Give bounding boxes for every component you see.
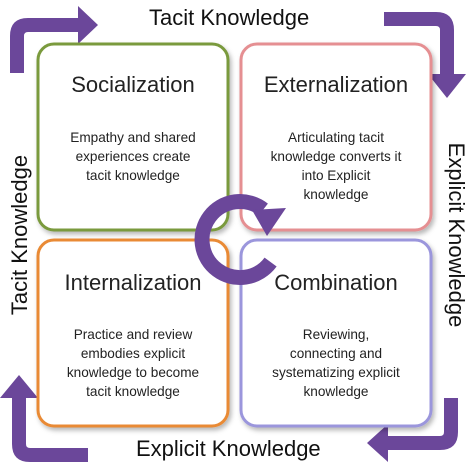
- socialization-description: Empathy and shared experiences create ta…: [70, 130, 196, 183]
- socialization-box: [36, 42, 230, 232]
- bottom-edge-label: Explicit Knowledge: [136, 436, 321, 461]
- externalization-description: Articulating tacit knowledge converts it…: [270, 130, 402, 202]
- right-edge-label: Explicit Knowledge: [444, 142, 469, 328]
- left-edge-label: Tacit Knowledge: [7, 154, 32, 316]
- combination-title: Combination: [274, 270, 398, 295]
- corner-arrow-top-right: [384, 12, 466, 98]
- internalization-title: Internalization: [64, 270, 202, 295]
- corner-arrow-bottom-left: [0, 375, 88, 462]
- socialization-title: Socialization: [71, 72, 195, 97]
- internalization-description: Practice and review embodies explicit kn…: [66, 327, 200, 399]
- externalization-title: Externalization: [263, 72, 409, 97]
- corner-arrow-bottom-right: [367, 398, 458, 462]
- cycle-arrow-icon: [194, 194, 286, 286]
- corner-arrow-top-left: [10, 6, 98, 73]
- corner-arrows: [0, 6, 466, 462]
- top-edge-label: Tacit Knowledge: [149, 5, 310, 30]
- combination-description: Reviewing, connecting and systematizing …: [272, 327, 400, 399]
- externalization-box: [239, 42, 433, 232]
- combination-box: [239, 238, 433, 428]
- internalization-box: [36, 238, 230, 428]
